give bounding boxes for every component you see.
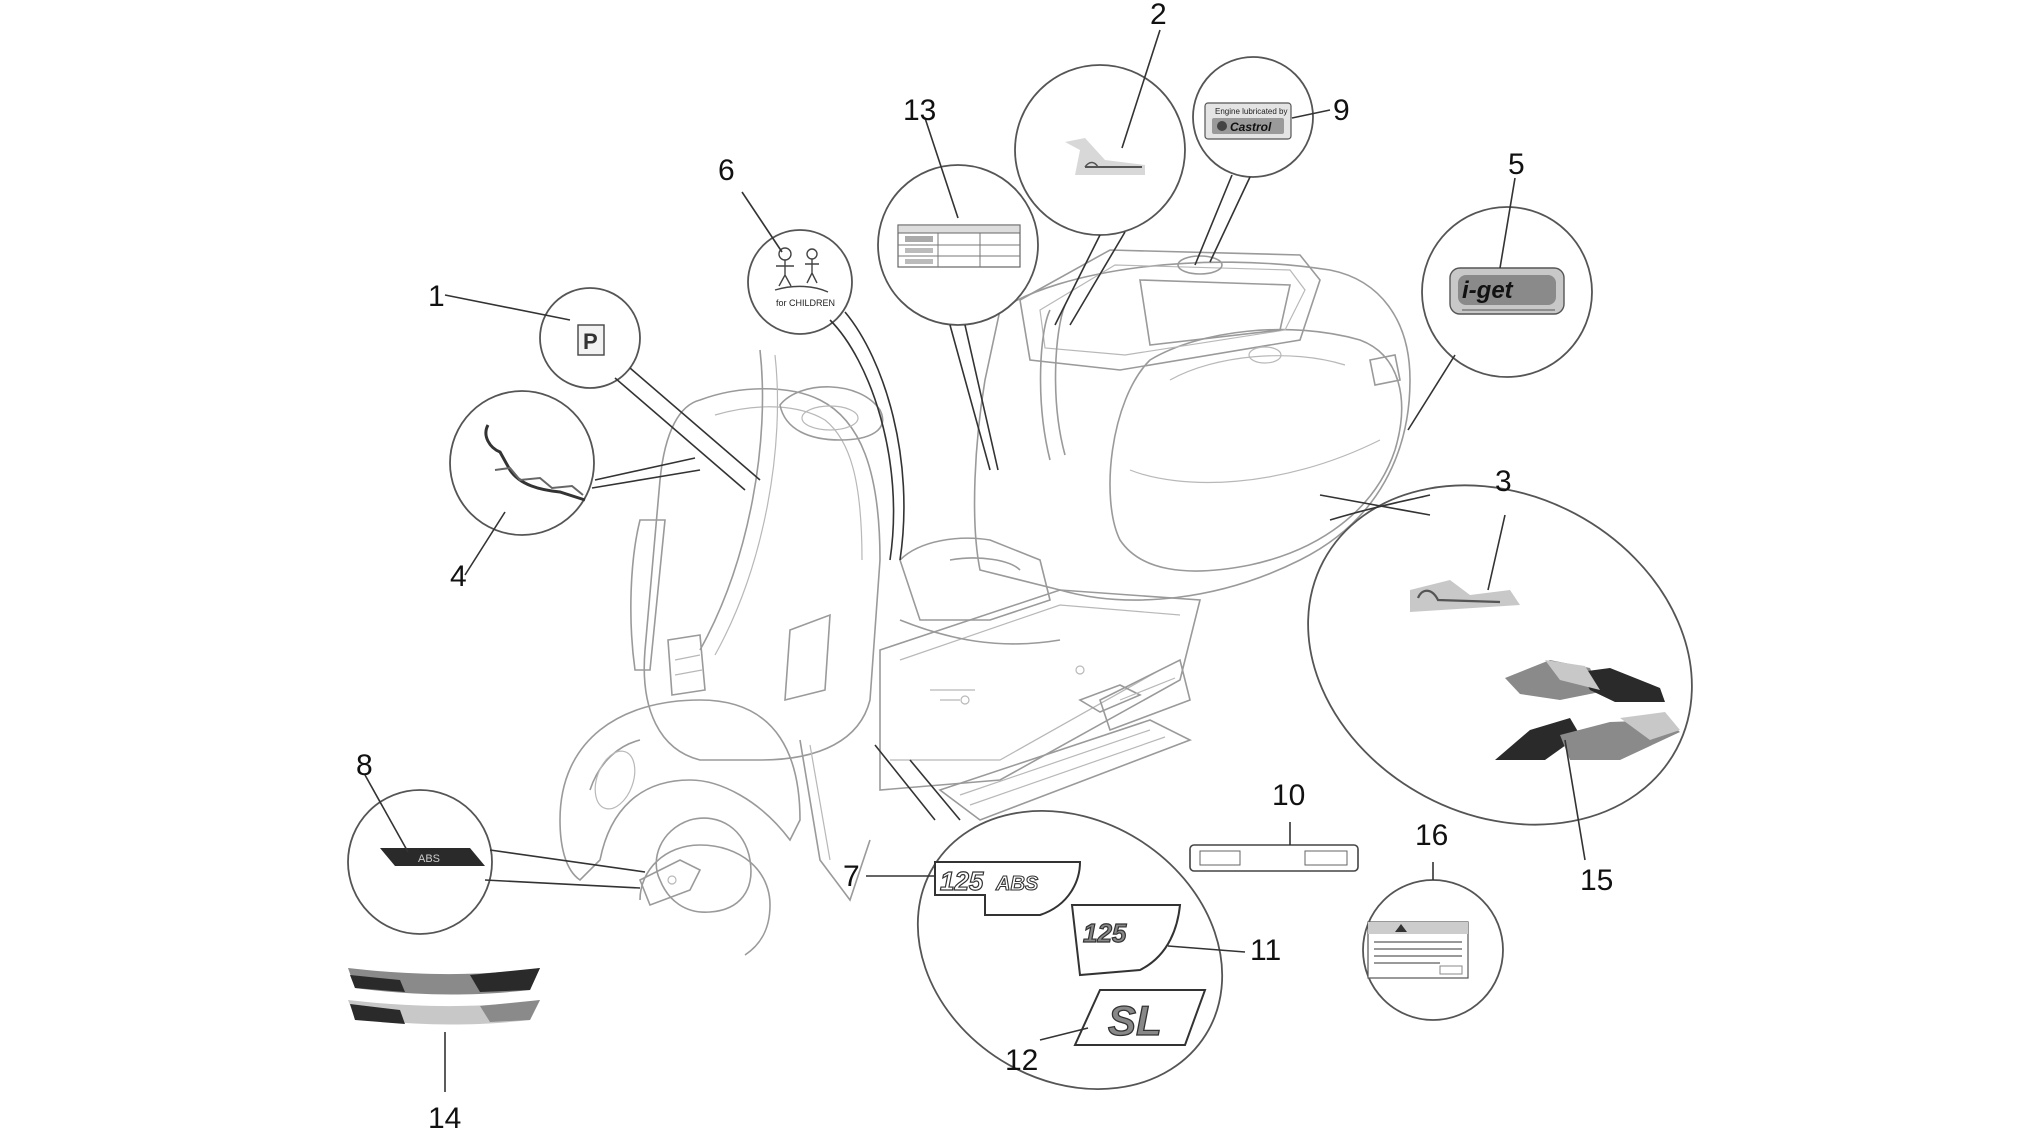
callout-14: 14 xyxy=(428,1102,461,1131)
badge-sl-text: SL xyxy=(1108,997,1162,1044)
callout-bubble-8: ABS xyxy=(347,789,646,935)
callout-leaders xyxy=(364,29,1586,1041)
svg-text:P: P xyxy=(583,329,598,354)
callout-numbers: 1 2 3 4 5 6 7 8 9 10 11 12 13 14 15 16 xyxy=(356,0,1613,1131)
callout-bubble-16 xyxy=(1362,862,1504,1021)
badge-125-abs-label: ABS xyxy=(995,873,1039,895)
callout-8: 8 xyxy=(356,749,373,782)
badge-125: 125 xyxy=(1070,904,1182,977)
stripes-decal-15 xyxy=(1495,660,1680,760)
callout-bubble-4 xyxy=(449,390,701,536)
iget-decal: i-get xyxy=(1449,267,1565,315)
badge-125-number: 125 xyxy=(1083,918,1127,948)
badge-125-abs: 125 ABS xyxy=(934,861,1082,916)
callout-9: 9 xyxy=(1333,94,1350,127)
callout-2: 2 xyxy=(1150,0,1167,31)
castrol-decal: Engine lubricated by Castrol xyxy=(1204,102,1292,140)
callout-11: 11 xyxy=(1250,934,1281,967)
children-decal: for CHILDREN xyxy=(774,247,835,308)
callout-12: 12 xyxy=(1005,1044,1038,1077)
callout-bubble-6: for CHILDREN xyxy=(747,229,905,561)
callout-bubble-5: i-get xyxy=(1407,206,1593,431)
callout-bubble-13 xyxy=(877,164,1039,471)
callout-3: 3 xyxy=(1495,465,1512,498)
castrol-top-text: Engine lubricated by xyxy=(1215,107,1288,116)
info-table-decal xyxy=(897,224,1021,268)
callout-15: 15 xyxy=(1580,864,1613,897)
stripes-decal-14 xyxy=(348,968,540,1092)
iget-text: i-get xyxy=(1462,277,1514,304)
callout-bubble-7-11-12: 125 ABS 125 SL xyxy=(874,744,1224,1090)
badge-125-abs-number: 125 xyxy=(940,866,984,896)
callout-13: 13 xyxy=(903,94,936,127)
callout-6: 6 xyxy=(718,154,735,187)
callout-bubble-9: Engine lubricated by Castrol xyxy=(1192,56,1314,266)
warning-label-decal xyxy=(1367,921,1469,979)
callout-bubble-1: P xyxy=(539,287,761,491)
callout-bubble-2 xyxy=(1014,64,1186,326)
callout-4: 4 xyxy=(450,560,467,593)
vespa-logo-decal xyxy=(484,424,586,502)
scooter-drawing xyxy=(559,249,1411,956)
callout-bubble-3-15 xyxy=(1307,484,1693,826)
piaggio-p-decal xyxy=(577,324,605,356)
callout-10: 10 xyxy=(1272,779,1305,812)
callout-16: 16 xyxy=(1415,819,1448,852)
castrol-brand-text: Castrol xyxy=(1230,120,1272,134)
primavera-decal xyxy=(1065,138,1145,175)
children-decal-text: for CHILDREN xyxy=(776,298,835,308)
badge-sl: SL xyxy=(1073,989,1207,1046)
callout-5: 5 xyxy=(1508,148,1525,181)
vespa-side-decal xyxy=(1410,580,1520,612)
abs-text: ABS xyxy=(418,853,440,865)
label-plate-10 xyxy=(1189,822,1359,872)
callout-7: 7 xyxy=(843,860,860,893)
callout-1: 1 xyxy=(428,280,445,313)
abs-decal: ABS xyxy=(380,848,485,866)
